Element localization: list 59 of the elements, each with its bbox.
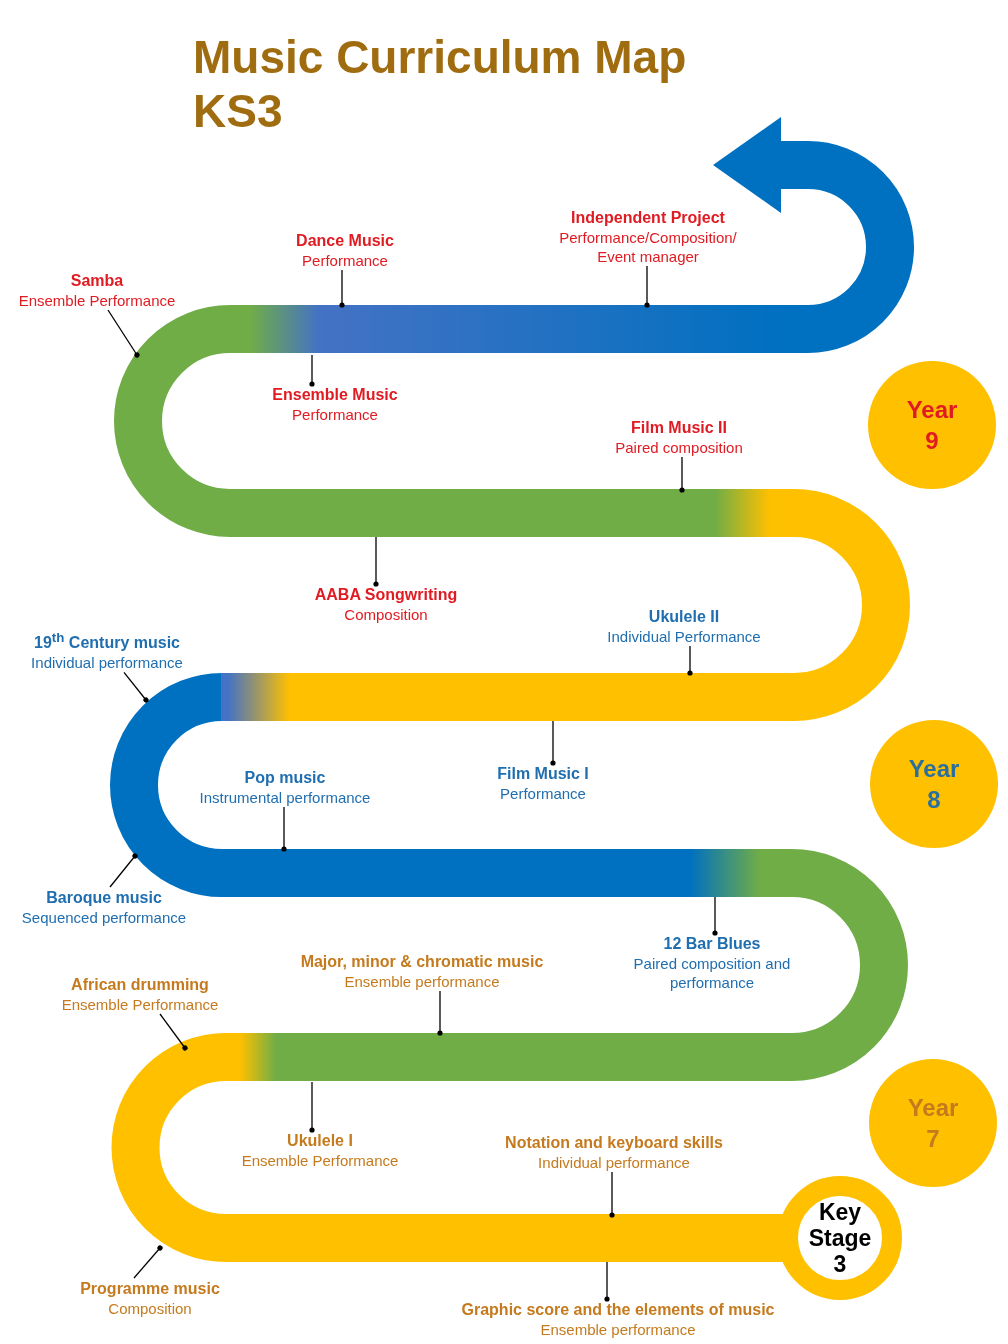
unit-description: Individual performance (31, 653, 183, 673)
year-label: Year 9 (906, 395, 958, 456)
unit-description: Composition (343, 605, 429, 624)
unit-title: Film Music II (630, 418, 728, 438)
unit-description: Performance/Composition/ Event manager (558, 228, 738, 266)
key-stage-label: Key Stage 3 (808, 1199, 872, 1277)
leader-line (712, 896, 718, 936)
unit-description: Performance (301, 251, 389, 270)
year-label: Year 8 (908, 754, 960, 815)
leader-line (159, 1013, 188, 1051)
page-title: Music Curriculum Map KS3 (193, 30, 688, 138)
year-label: Year 7 (907, 1093, 959, 1154)
leader-line (550, 720, 556, 766)
unit-description: Paired composition and performance (632, 954, 792, 992)
unit-title: Pop music (243, 768, 327, 788)
unit-description: Individual Performance (607, 627, 761, 646)
unit-title: Graphic score and the elements of music (461, 1300, 775, 1320)
unit-description: Performance (499, 784, 587, 803)
unit-description: Composition (107, 1299, 193, 1318)
leader-line (109, 853, 138, 888)
unit-description: Ensemble Performance (18, 291, 176, 310)
unit-title: Dance Music (296, 231, 394, 251)
unit-description: Ensemble performance (343, 972, 501, 991)
unit-title: Ukulele II (647, 607, 721, 627)
unit-title: Programme music (80, 1279, 220, 1299)
leader-line (123, 671, 149, 703)
unit-title: Independent Project (570, 208, 726, 228)
leader-line (437, 990, 443, 1036)
leader-line (679, 456, 685, 493)
leader-line (107, 309, 140, 358)
unit-title: 12 Bar Blues (662, 934, 762, 954)
unit-title: Ensemble Music (272, 385, 398, 405)
leader-line (373, 536, 379, 587)
leader-line (309, 354, 315, 387)
unit-description: Ensemble Performance (61, 995, 219, 1014)
leader-line (309, 1081, 315, 1133)
unit-description: Ensemble Performance (241, 1151, 399, 1170)
unit-description: Performance (291, 405, 379, 424)
unit-description: Ensemble performance (539, 1320, 697, 1339)
leader-line (644, 265, 650, 308)
unit-title: Ukulele I (286, 1131, 354, 1151)
unit-description: Individual performance (537, 1153, 691, 1172)
unit-title: African drumming (70, 975, 210, 995)
leader-line (609, 1171, 615, 1218)
unit-title: Major, minor & chromatic music (300, 952, 544, 972)
unit-title: 19$^{th}$ Century music (33, 629, 181, 654)
unit-title: Film Music I (497, 764, 589, 784)
unit-title: Samba (69, 271, 125, 291)
leader-line (339, 269, 345, 308)
leader-line (281, 806, 287, 852)
unit-description: Paired composition (615, 438, 743, 457)
unit-title: AABA Songwriting (314, 585, 458, 605)
unit-title: Notation and keyboard skills (505, 1133, 723, 1153)
leader-line (133, 1245, 163, 1279)
unit-description: Sequenced performance (21, 908, 187, 927)
leader-line (687, 645, 693, 676)
unit-title: Baroque music (45, 888, 163, 908)
leader-line (604, 1261, 610, 1302)
unit-description: Instrumental performance (199, 788, 371, 807)
